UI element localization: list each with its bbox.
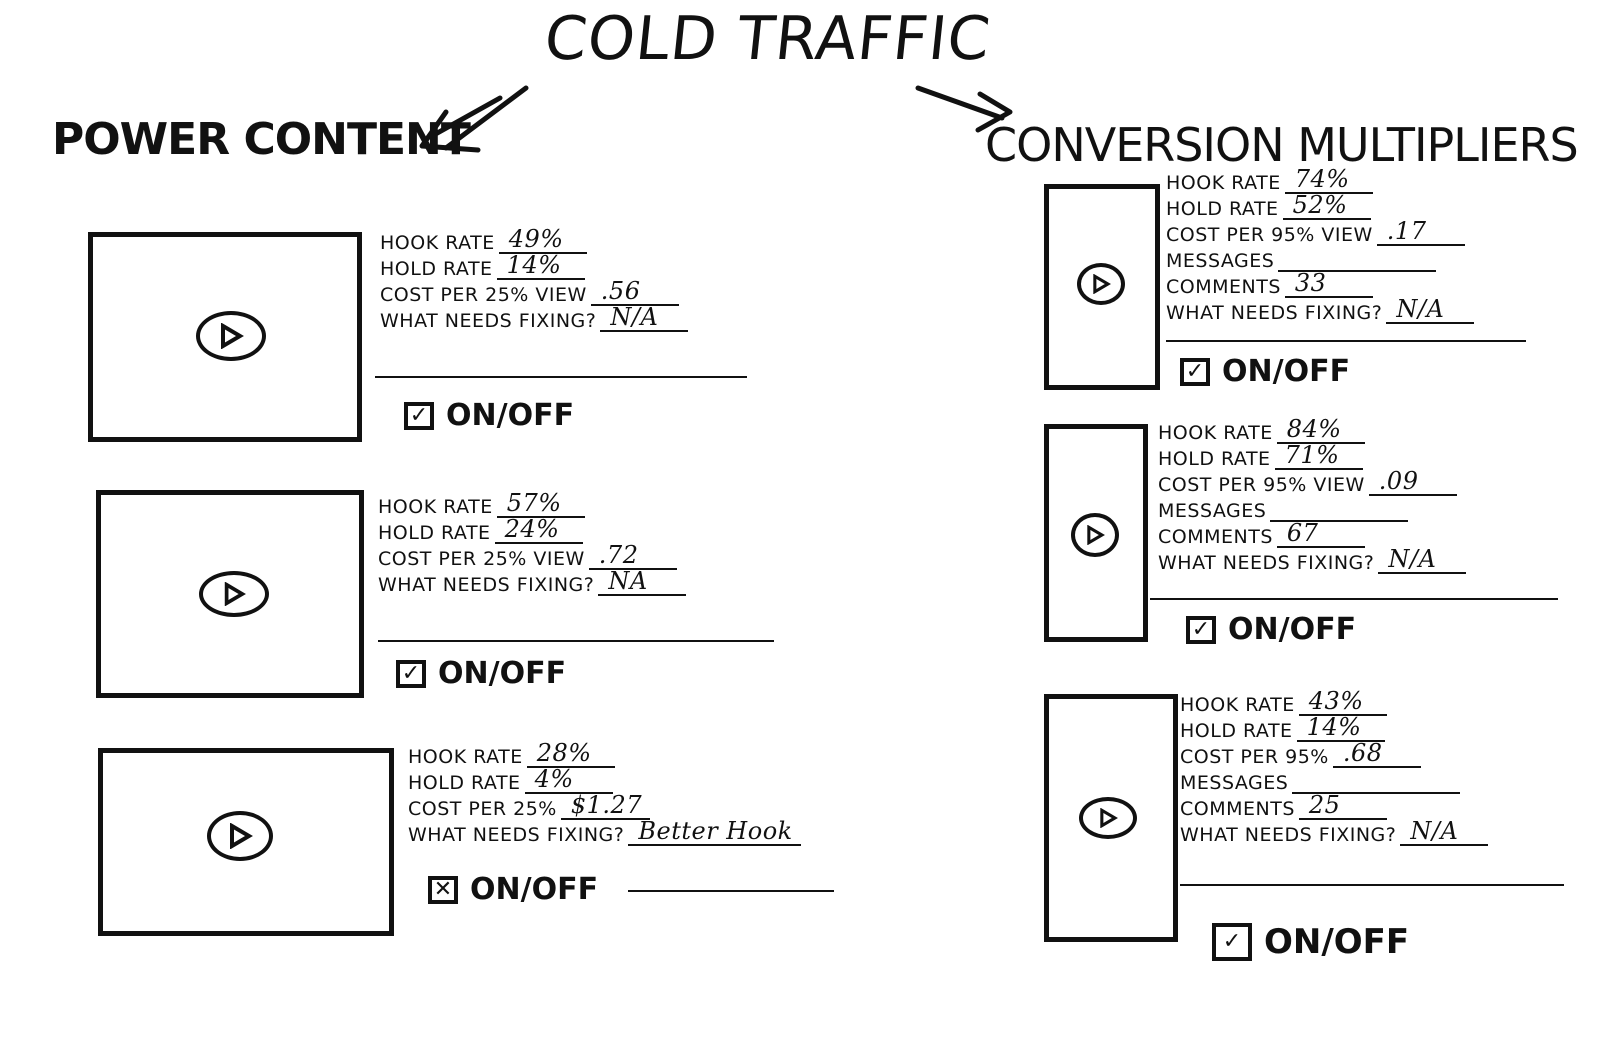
video-thumbnail[interactable] xyxy=(98,748,394,936)
arrow-icon xyxy=(915,85,1013,133)
on-off-toggle[interactable]: ✓ ON/OFF xyxy=(1186,612,1356,647)
metric-what-needs-fixing: WHAT NEEDS FIXING?N/A xyxy=(1158,546,1467,574)
divider xyxy=(1180,884,1564,886)
arrow-icon xyxy=(419,85,529,153)
divider xyxy=(378,640,774,642)
checkbox[interactable]: ✕ xyxy=(428,875,458,904)
metric-what-needs-fixing: WHAT NEEDS FIXING?Better Hook xyxy=(408,818,801,846)
play-icon[interactable] xyxy=(1079,797,1137,839)
checkbox[interactable]: ✓ xyxy=(1212,923,1252,961)
metric-cost-per-view: COST PER 95% VIEW.17 xyxy=(1166,218,1474,246)
metric-what-needs-fixing: WHAT NEEDS FIXING?NA xyxy=(378,568,687,596)
checkbox[interactable]: ✓ xyxy=(1186,615,1216,644)
metric-cost-per-view: COST PER 25%$1.27 xyxy=(408,792,801,820)
divider xyxy=(628,890,834,892)
play-icon[interactable] xyxy=(196,311,266,361)
section-title-conversion-multipliers: CONVERSION MULTIPLIERS xyxy=(985,118,1579,172)
video-thumbnail[interactable] xyxy=(1044,424,1148,642)
metric-messages: MESSAGES xyxy=(1158,496,1466,522)
metric-cost-per-view: COST PER 25% VIEW.72 xyxy=(378,542,686,570)
metric-cost-per-view: COST PER 95%.68 xyxy=(1180,740,1488,768)
on-off-toggle[interactable]: ✕ ON/OFF xyxy=(428,872,598,907)
metric-cost-per-view: COST PER 25% VIEW.56 xyxy=(380,278,688,306)
metric-messages: MESSAGES xyxy=(1166,246,1474,272)
metric-messages: MESSAGES xyxy=(1180,768,1488,794)
video-thumbnail[interactable] xyxy=(96,490,364,698)
metric-cost-per-view: COST PER 95% VIEW.09 xyxy=(1158,468,1466,496)
play-icon[interactable] xyxy=(1077,263,1125,305)
play-icon[interactable] xyxy=(207,811,273,861)
divider xyxy=(375,376,747,378)
checkbox[interactable]: ✓ xyxy=(1180,357,1210,386)
video-thumbnail[interactable] xyxy=(1044,184,1160,390)
play-icon[interactable] xyxy=(1071,513,1119,557)
metric-what-needs-fixing: WHAT NEEDS FIXING?N/A xyxy=(1180,818,1489,846)
divider xyxy=(1166,340,1526,342)
video-thumbnail[interactable] xyxy=(88,232,362,442)
play-icon[interactable] xyxy=(199,571,269,617)
on-off-toggle[interactable]: ✓ ON/OFF xyxy=(404,398,574,433)
metric-what-needs-fixing: WHAT NEEDS FIXING?N/A xyxy=(1166,296,1475,324)
divider xyxy=(1150,598,1558,600)
video-thumbnail[interactable] xyxy=(1044,694,1178,942)
checkbox[interactable]: ✓ xyxy=(396,659,426,688)
metric-what-needs-fixing: WHAT NEEDS FIXING?N/A xyxy=(380,304,689,332)
section-title-power-content: POWER CONTENT xyxy=(52,114,471,165)
on-off-toggle[interactable]: ✓ ON/OFF xyxy=(1212,922,1409,962)
on-off-toggle[interactable]: ✓ ON/OFF xyxy=(396,656,566,691)
checkbox[interactable]: ✓ xyxy=(404,401,434,430)
on-off-toggle[interactable]: ✓ ON/OFF xyxy=(1180,354,1350,389)
